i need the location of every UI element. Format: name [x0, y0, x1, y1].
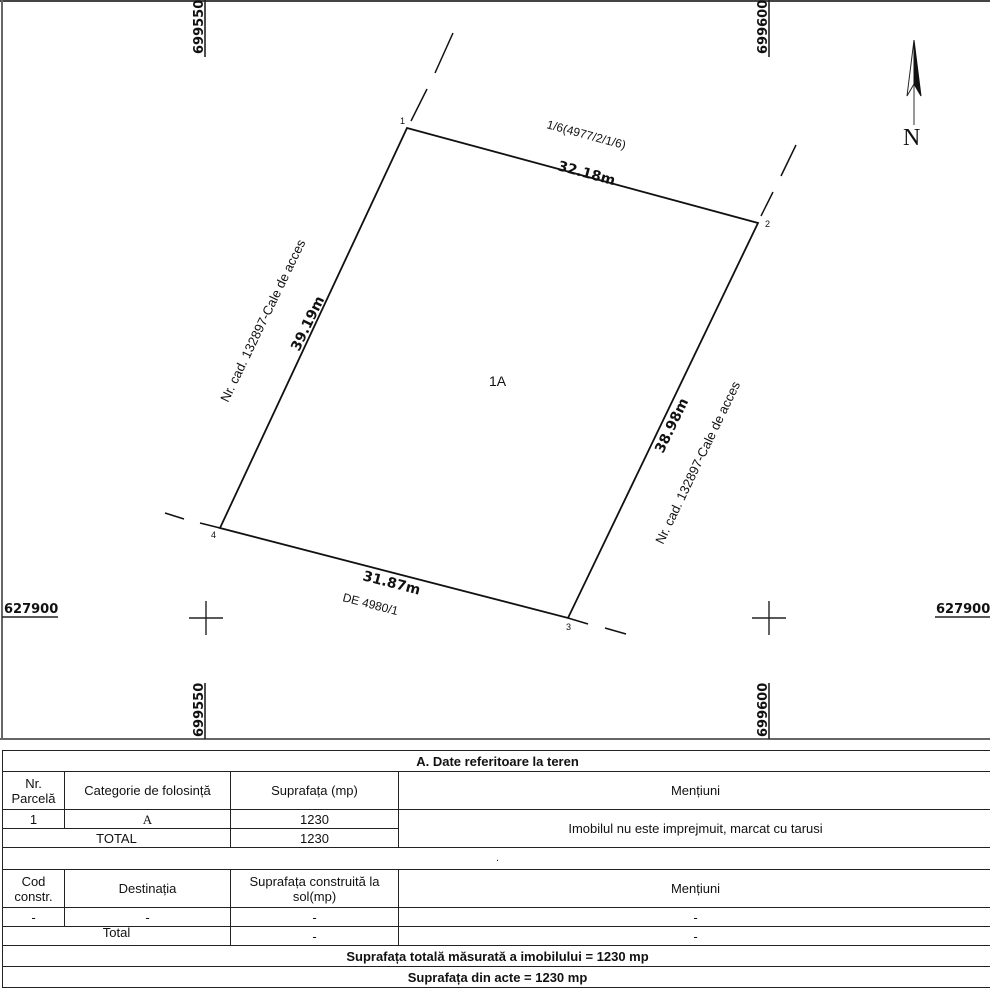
neighbor-label-bottom: DE 4980/1	[341, 590, 400, 618]
cell-destinatia: -	[64, 907, 231, 927]
vertex-label-1: 1	[400, 116, 405, 126]
summary-measured: Suprafața totală măsurată a imobilului =…	[1, 945, 990, 967]
table-row: 1 A 1230 Imobilul nu este imprejmuit, ma…	[2, 809, 990, 848]
header-suprafata-construita: Suprafața construită la sol(mp)	[230, 869, 399, 908]
summary-measured-row: Suprafața totală măsurată a imobilului =…	[1, 945, 990, 967]
summary-acts-row: Suprafața din acte = 1230 mp	[1, 966, 990, 988]
land-data-table-container: A. Date referitoare la teren Nr. Parcelă…	[1, 750, 990, 988]
extension-lines	[164, 32, 797, 635]
grid-ticks	[2, 0, 990, 739]
grid-label-y-right: 627900	[936, 602, 990, 617]
neighbor-label-right: Nr. cad. 132897-Cale de acces	[652, 379, 743, 547]
constr-total-row: Total - -	[2, 924, 990, 946]
land-total-label: TOTAL	[2, 828, 231, 848]
grid-label-x-bottom-left: 699550	[192, 683, 207, 737]
table-title: A. Date referitoare la teren	[1, 750, 990, 772]
land-total-row: TOTAL 1230	[2, 828, 990, 848]
header-constr-mentiuni: Mențiuni	[397, 869, 990, 908]
land-data-table: A. Date referitoare la teren Nr. Parcelă…	[1, 750, 990, 988]
land-header-row: Nr. Parcelă Categorie de folosință Supra…	[2, 771, 990, 810]
constr-total-value: -	[230, 926, 399, 946]
cell-suprafata: 1230	[230, 809, 399, 829]
north-arrow-icon	[906, 39, 922, 125]
parcel-label: 1A	[489, 373, 507, 389]
cell-constr-mentiuni: -	[397, 907, 990, 927]
cell-land-mentiuni: Imobilul nu este imprejmuit, marcat cu t…	[397, 809, 990, 848]
grid-label-x-top-right: 699600	[756, 0, 771, 54]
constr-total-label-text: Total	[102, 924, 131, 940]
cell-cod: -	[2, 907, 65, 927]
summary-acts: Suprafața din acte = 1230 mp	[1, 966, 990, 988]
side-length-right: 38.98m	[652, 396, 692, 456]
header-nr-parcela: Nr. Parcelă	[2, 771, 65, 810]
grid-label-x-top-left: 699550	[192, 0, 207, 54]
land-total-value: 1230	[230, 828, 399, 848]
header-categorie: Categorie de folosință	[64, 771, 231, 810]
cell-nr: 1	[2, 809, 65, 829]
side-length-left: 39.19m	[288, 294, 328, 354]
cell-suprafata-construita: -	[230, 907, 399, 927]
header-suprafata: Suprafața (mp)	[230, 771, 399, 810]
neighbor-label-top: 1/6(4977/2/1/6)	[545, 117, 627, 152]
north-label: N	[903, 125, 920, 151]
side-length-top: 32.18m	[556, 158, 617, 189]
header-mentiuni: Mențiuni	[397, 771, 990, 810]
neighbor-label-left: Nr. cad. 132897-Cale de acces	[217, 237, 308, 405]
constr-header-row: Cod constr. Destinația Suprafața constru…	[2, 869, 990, 908]
vertex-label-3: 3	[566, 622, 571, 632]
separator-cell: .	[1, 847, 990, 870]
header-cod-constr: Cod constr.	[2, 869, 65, 908]
vertex-label-2: 2	[765, 219, 770, 229]
constr-total-label: Total	[2, 924, 231, 946]
header-destinatia: Destinația	[64, 869, 231, 908]
cadastral-plan: 699550 699600 699550 699600 627900 62790…	[0, 0, 990, 740]
vertex-label-4: 4	[211, 530, 216, 540]
grid-label-y-left: 627900	[4, 602, 58, 617]
constr-total-mentiuni: -	[397, 926, 990, 946]
grid-cross-icon	[189, 601, 786, 635]
grid-label-x-bottom-right: 699600	[756, 683, 771, 737]
cell-categorie: A	[64, 809, 231, 829]
parcel-boundary[interactable]	[218, 126, 760, 620]
table-row: - - - -	[2, 907, 990, 927]
separator-row: .	[1, 847, 990, 870]
